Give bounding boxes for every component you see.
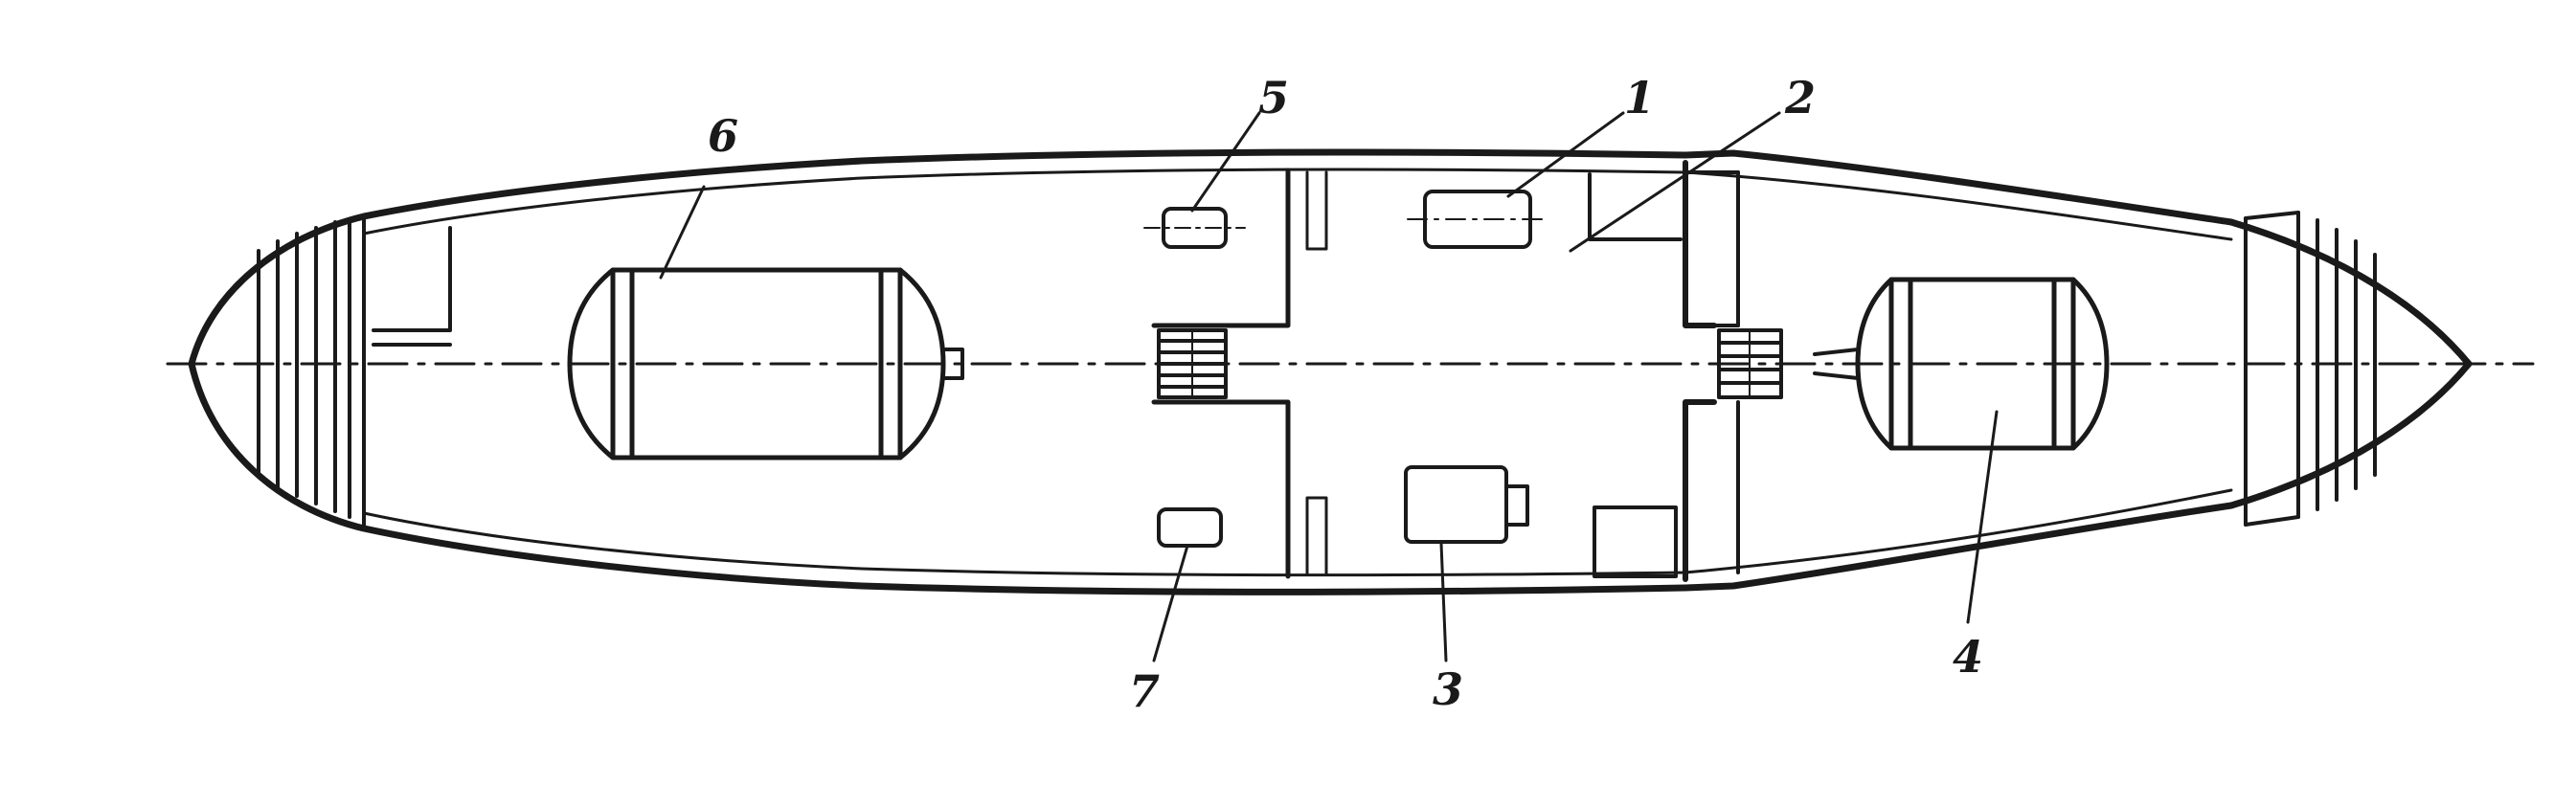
bow-section-left [257, 214, 366, 530]
tank-4 [1813, 277, 2110, 451]
label-7: 7 [1129, 665, 1160, 717]
bulkhead-engine-room [1683, 160, 1740, 582]
label-2: 2 [1784, 72, 1816, 124]
bulkhead-forward [1151, 168, 1328, 579]
hull-outline [188, 148, 2473, 595]
equipment-3 [1404, 465, 1529, 544]
label-5: 5 [1258, 72, 1289, 124]
tank-6 [567, 267, 964, 460]
equipment-7 [1157, 507, 1223, 548]
hull-inner-line [362, 168, 2233, 577]
label-3: 3 [1433, 663, 1463, 715]
stairs-aft [1717, 328, 1783, 399]
cabin-block-aft-lower [1593, 505, 1678, 578]
label-1: 1 [1624, 72, 1655, 124]
stairs-forward [1157, 328, 1228, 399]
label-6: 6 [708, 110, 738, 162]
leader-lines [659, 111, 1999, 662]
bow-compartment [372, 226, 452, 347]
stern-section-right [2244, 211, 2377, 527]
label-4: 4 [1953, 631, 1983, 683]
